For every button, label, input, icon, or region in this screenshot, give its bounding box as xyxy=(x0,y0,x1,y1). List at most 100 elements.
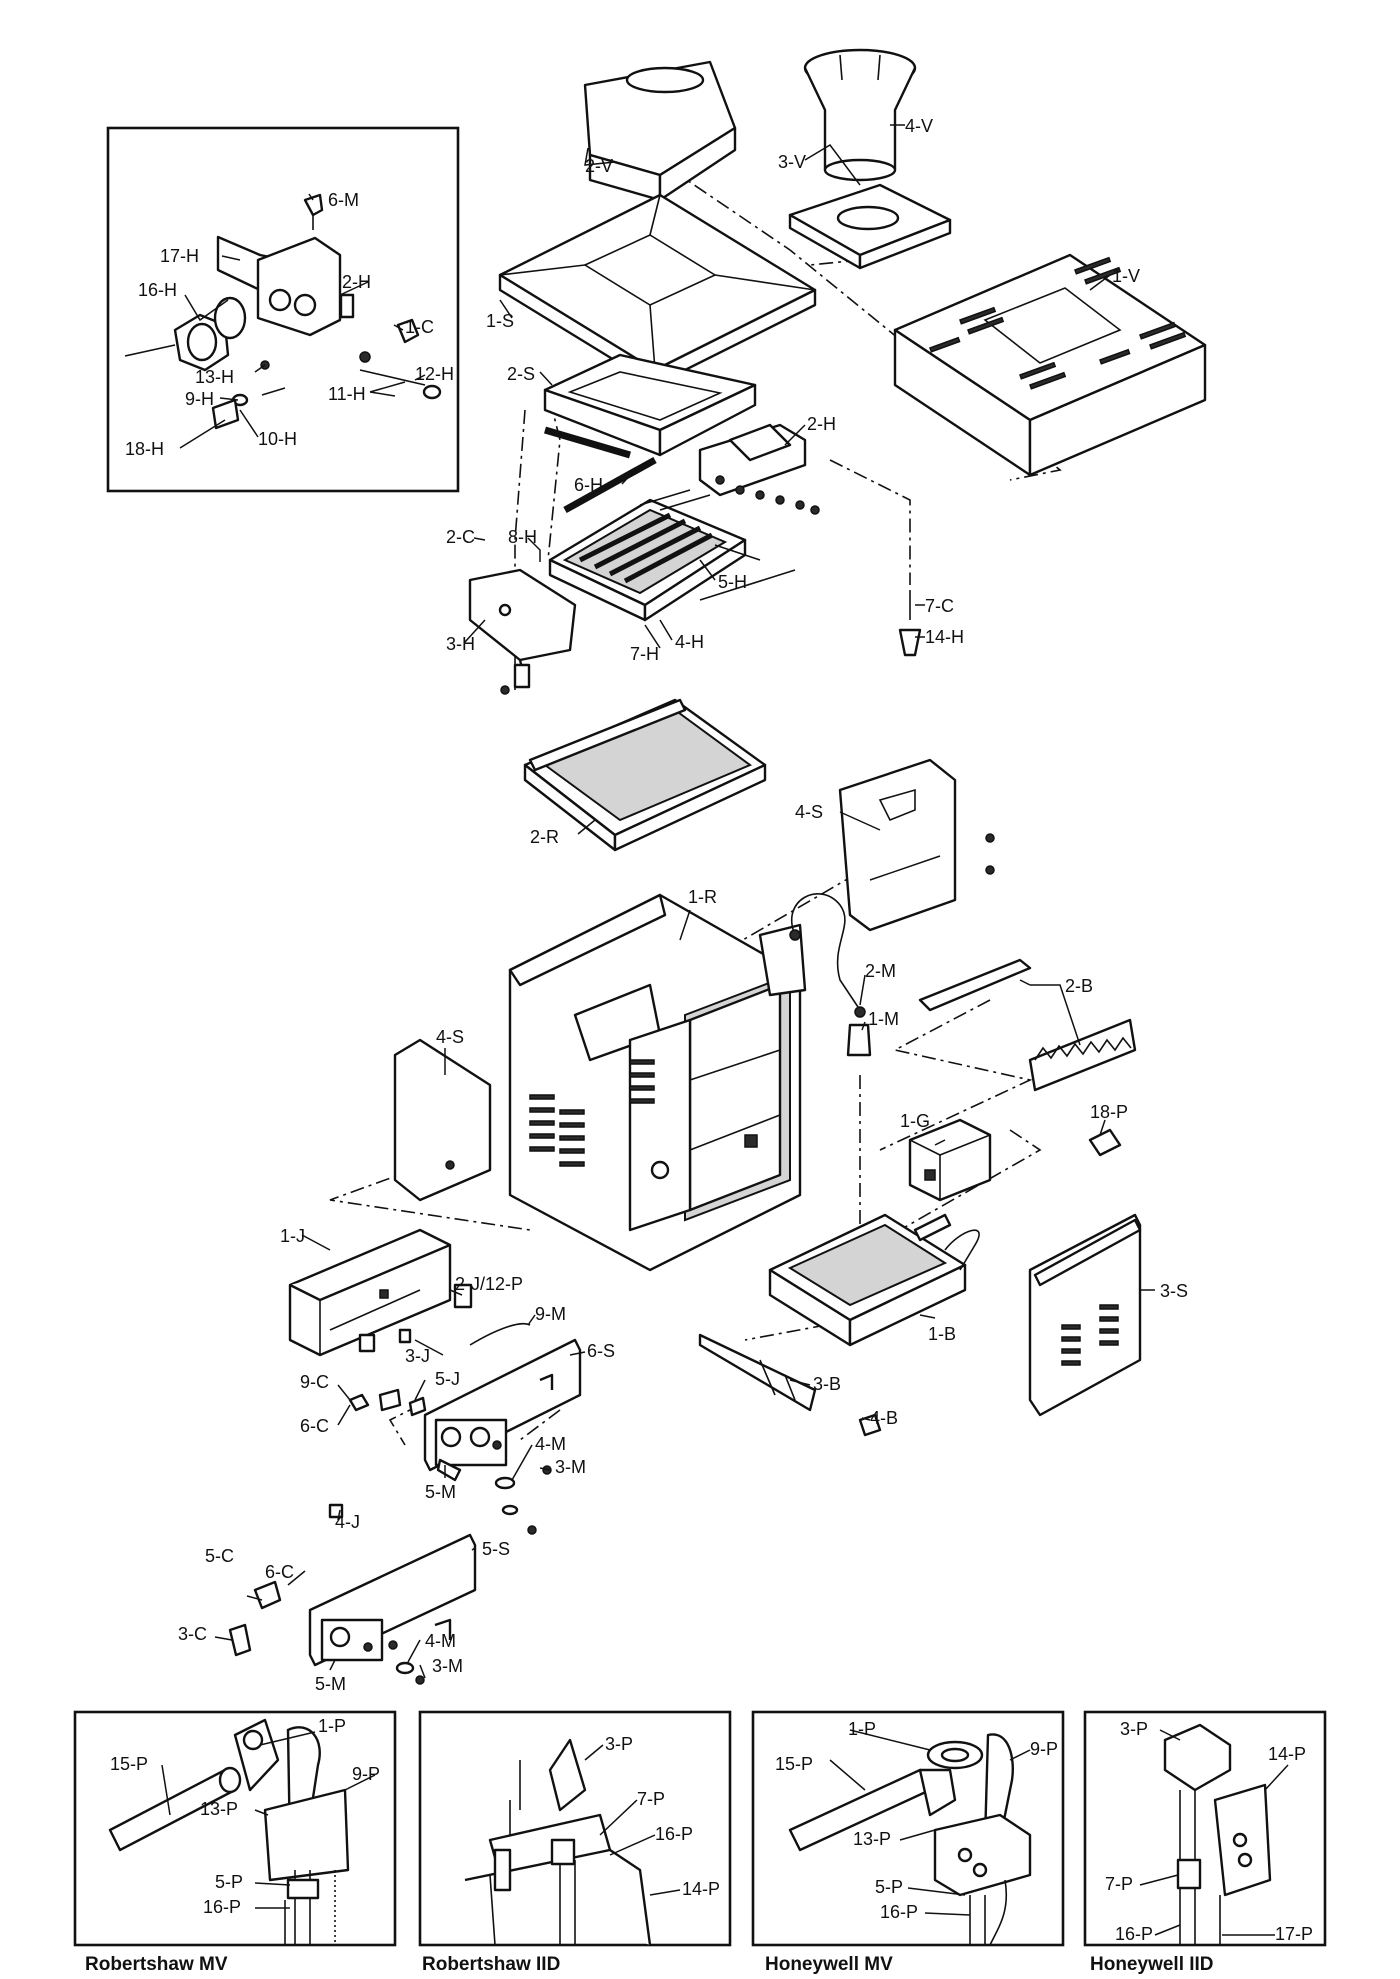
label-4m-lower: 4-M xyxy=(425,1631,456,1651)
label-2j-12p: 2-J/12-P xyxy=(455,1274,523,1294)
control-panel-6s xyxy=(348,1338,582,1535)
pilot-riid-16p: 16-P xyxy=(655,1824,693,1844)
label-3j: 3-J xyxy=(405,1346,430,1366)
part-labels: 2-V 4-V 3-V 1-V 1-S 2-S 2-H 6-H 2-C 8-H … xyxy=(178,116,1188,1694)
label-9c: 9-C xyxy=(300,1372,329,1392)
label-3v: 3-V xyxy=(778,152,806,172)
pilot-box-robertshaw-iid xyxy=(418,1710,732,1947)
pilot-riid-3p: 3-P xyxy=(605,1734,633,1754)
label-1m: 1-M xyxy=(868,1009,899,1029)
heat-exchanger xyxy=(544,423,820,622)
control-panel-5s xyxy=(228,1503,477,1685)
label-2b: 2-B xyxy=(1065,976,1093,996)
label-4j: 4-J xyxy=(335,1512,360,1532)
label-6c-lower: 6-C xyxy=(265,1562,294,1582)
pilot-hmv-5p: 5-P xyxy=(875,1877,903,1897)
label-7h: 7-H xyxy=(630,644,659,664)
pilot-labels: 15-P 1-P 9-P 13-P 5-P 16-P 3-P 7-P 16-P … xyxy=(110,1716,1313,1944)
inset-label-1c: 1-C xyxy=(405,317,434,337)
label-3m-lower: 3-M xyxy=(432,1656,463,1676)
label-14h: 14-H xyxy=(925,627,964,647)
gas-valve-1g xyxy=(908,1118,992,1202)
top-jacket-1s xyxy=(498,193,817,387)
pilot-hmv-9p: 9-P xyxy=(1030,1739,1058,1759)
label-3h: 3-H xyxy=(446,634,475,654)
label-1b: 1-B xyxy=(928,1324,956,1344)
label-5s: 5-S xyxy=(482,1539,510,1559)
header-bracket-3h xyxy=(468,568,577,695)
inset-label-11h: 11-H xyxy=(328,384,366,404)
front-panel-3s xyxy=(1028,1213,1142,1417)
draft-hood-2v xyxy=(583,60,737,202)
label-1s: 1-S xyxy=(486,311,514,331)
label-1j: 1-J xyxy=(280,1226,305,1246)
burner-1b xyxy=(768,1213,980,1347)
inset-label-12h: 12-H xyxy=(415,364,454,384)
label-9m: 9-M xyxy=(535,1304,566,1324)
pilot-hmv-15p: 15-P xyxy=(775,1754,813,1774)
inset-label-2h: 2-H xyxy=(342,272,371,292)
label-5j: 5-J xyxy=(435,1369,460,1389)
leader-lines xyxy=(161,124,1289,1936)
label-2m: 2-M xyxy=(865,961,896,981)
pilot-hmv-1p: 1-P xyxy=(848,1719,876,1739)
label-7c: 7-C xyxy=(925,596,954,616)
label-6s: 6-S xyxy=(587,1341,615,1361)
label-6h: 6-H xyxy=(574,475,603,495)
label-5h: 5-H xyxy=(718,572,747,592)
side-panel-4s-left xyxy=(393,1038,492,1202)
pilot-hiid-7p: 7-P xyxy=(1105,1874,1133,1894)
inset-labels: 6-M 17-H 16-H 2-H 1-C 13-H 12-H 9-H 11-H… xyxy=(125,190,454,459)
label-2s: 2-S xyxy=(507,364,535,384)
part-18p xyxy=(1088,1128,1122,1157)
side-panel-4s-upper xyxy=(838,758,995,932)
inset-label-6m: 6-M xyxy=(328,190,359,210)
label-3b: 3-B xyxy=(813,1374,841,1394)
baffle-2b xyxy=(918,958,1137,1092)
front-panel-louvers xyxy=(1061,1304,1119,1366)
label-1v: 1-V xyxy=(1112,266,1140,286)
pilot-box-honeywell-iid xyxy=(1083,1710,1327,1947)
label-3s: 3-S xyxy=(1160,1281,1188,1301)
label-18p: 18-P xyxy=(1090,1102,1128,1122)
top-cover-1v xyxy=(893,253,1207,477)
inset-label-18h: 18-H xyxy=(125,439,164,459)
label-4s-upper: 4-S xyxy=(795,802,823,822)
pilot-captions: Robertshaw MV Robertshaw IID Honeywell M… xyxy=(85,1954,1214,1975)
pilot-riid-7p: 7-P xyxy=(637,1789,665,1809)
pilot-rmv-13p: 13-P xyxy=(200,1799,238,1819)
inset-label-13h: 13-H xyxy=(195,367,234,387)
pilot-box-robertshaw-mv xyxy=(73,1710,397,1947)
pilot-hiid-3p: 3-P xyxy=(1120,1719,1148,1739)
vent-pipe-4v xyxy=(803,48,917,182)
label-5m-lower: 5-M xyxy=(315,1674,346,1694)
inset-label-10h: 10-H xyxy=(258,429,297,449)
pilot-rmv-9p: 9-P xyxy=(352,1764,380,1784)
caption-honeywell-mv: Honeywell MV xyxy=(765,1954,893,1975)
pilot-rmv-5p: 5-P xyxy=(215,1872,243,1892)
inset-label-17h: 17-H xyxy=(160,246,199,266)
label-5c: 5-C xyxy=(205,1546,234,1566)
sensor-1m-2m xyxy=(789,893,872,1057)
bolt-7c-14h xyxy=(898,590,922,657)
label-1r: 1-R xyxy=(688,887,717,907)
label-6c-upper: 6-C xyxy=(300,1416,329,1436)
label-1g: 1-G xyxy=(900,1111,930,1131)
pilot-riid-14p: 14-P xyxy=(682,1879,720,1899)
label-2r: 2-R xyxy=(530,827,559,847)
flue-collector-2s xyxy=(543,353,757,457)
label-2v: 2-V xyxy=(585,156,613,176)
cabinet-1r xyxy=(508,893,807,1272)
caption-honeywell-iid: Honeywell IID xyxy=(1090,1954,1214,1975)
pilot-hmv-16p: 16-P xyxy=(880,1902,918,1922)
manifold-3b xyxy=(698,1333,817,1412)
label-4h: 4-H xyxy=(675,632,704,652)
cabinet-louvers xyxy=(529,1059,655,1167)
label-4v: 4-V xyxy=(905,116,933,136)
label-4b: 4-B xyxy=(870,1408,898,1428)
label-2h: 2-H xyxy=(807,414,836,434)
label-3m-upper: 3-M xyxy=(555,1457,586,1477)
label-4s-left: 4-S xyxy=(436,1027,464,1047)
label-2c: 2-C xyxy=(446,527,475,547)
